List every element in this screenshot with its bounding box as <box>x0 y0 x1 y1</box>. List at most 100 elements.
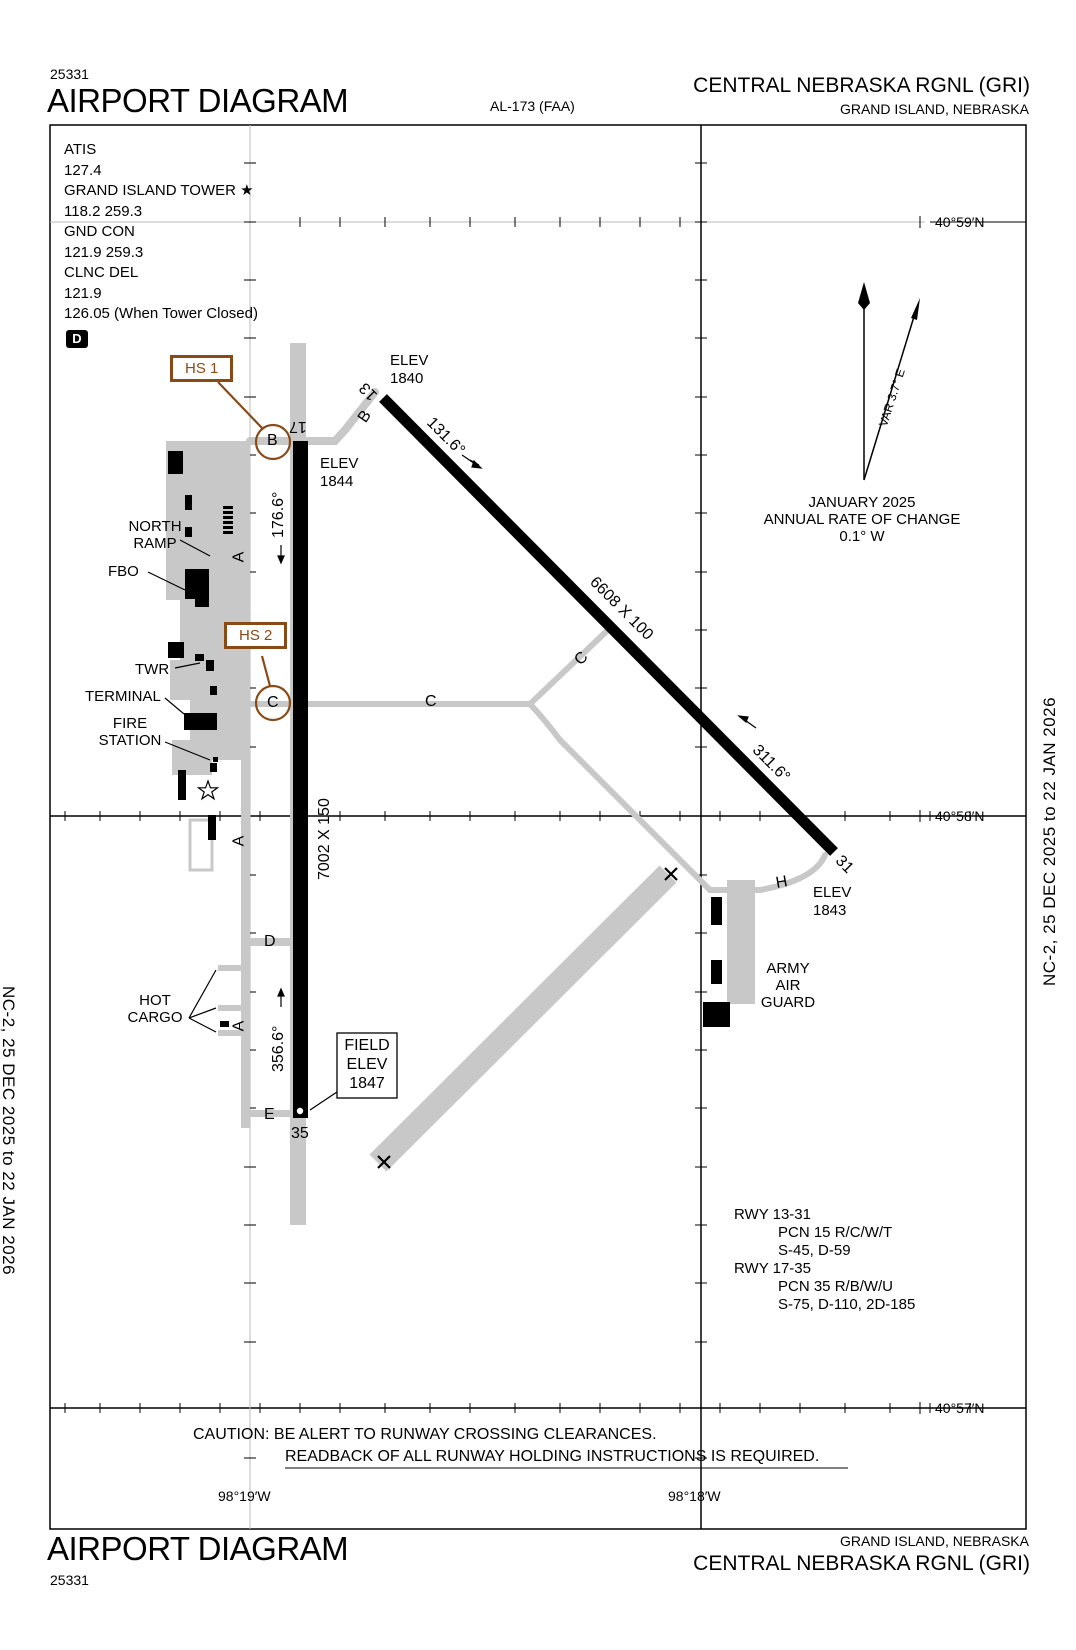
lat-label-57: 40°57′N <box>935 1400 985 1416</box>
fire-station-line2: STATION <box>98 732 162 749</box>
variation-epoch: JANUARY 2025 ANNUAL RATE OF CHANGE 0.1° … <box>742 494 982 545</box>
freq-line: GRAND ISLAND TOWER ★ <box>64 182 254 199</box>
pavement-line: RWY 17-35 <box>734 1260 811 1277</box>
airport-name-top: CENTRAL NEBRASKA RGNL (GRI) <box>693 74 1030 97</box>
field-elev-dot <box>296 1107 304 1115</box>
freq-line: 127.4 <box>64 161 102 179</box>
freq-line: 126.05 (When Tower Closed) <box>64 305 258 322</box>
runway-17-label: 17 <box>289 418 307 435</box>
airspace-badge-label: D <box>72 331 82 346</box>
taxiway-a-label: A <box>230 551 248 563</box>
elev-17-label: ELEV <box>320 455 359 472</box>
pavement-line: S-45, D-59 <box>778 1242 851 1259</box>
runway-17-35 <box>293 441 308 1118</box>
taxiway-b-label: B <box>267 432 278 449</box>
army-line1: ARMY <box>766 960 810 977</box>
pavement-line: S-75, D-110, 2D-185 <box>778 1296 916 1313</box>
field-elev-line2: ELEV <box>346 1056 388 1073</box>
cargo-stubs <box>188 818 291 1117</box>
chart-title-bottom: AIRPORT DIAGRAM <box>47 1530 349 1567</box>
lat-label-58: 40°58′N <box>935 808 985 824</box>
hot-spot-1-label: HS 1 <box>170 355 234 382</box>
runway-13-31 <box>379 394 838 856</box>
taxiway-a-label: A <box>230 1020 248 1032</box>
chart-id-bottom: 25331 <box>50 1572 89 1588</box>
buildings <box>168 451 730 1027</box>
army-line2: AIR <box>775 977 801 994</box>
army-ramp <box>727 880 755 1004</box>
elev-17-value: 1844 <box>320 473 354 490</box>
heading-arrows <box>277 454 757 1007</box>
freq-line: 121.9 259.3 <box>64 243 144 261</box>
true-north-arrowhead-icon <box>858 282 870 310</box>
epoch-line2: ANNUAL RATE OF CHANGE <box>763 511 961 528</box>
freq-line: 121.9 <box>64 284 102 302</box>
taxiway-e-label: E <box>264 1106 275 1123</box>
fire-station-label: FIRE STATION <box>94 715 166 749</box>
hot-cargo-line2: CARGO <box>127 1009 183 1026</box>
north-ramp-line1: NORTH <box>128 518 182 535</box>
field-elevation: FIELD ELEV 1847 <box>337 1036 397 1093</box>
caution-line2: READBACK OF ALL RUNWAY HOLDING INSTRUCTI… <box>285 1448 820 1465</box>
north-ramp-line2: RAMP <box>133 535 177 552</box>
freq-line: CLNC DEL <box>64 264 139 281</box>
hot-cargo-label: HOT CARGO <box>124 992 186 1026</box>
hot-spot-2-circle <box>254 684 292 722</box>
lon-label-19: 98°19′W <box>218 1488 271 1504</box>
taxiway-a-parallel <box>241 783 250 1128</box>
pavement-line: PCN 35 R/B/W/U <box>778 1278 894 1295</box>
runway-35-heading: 356.6° <box>270 1025 287 1072</box>
north-ramp-label: NORTH RAMP <box>123 518 187 552</box>
north-arrows <box>858 282 920 481</box>
pavement-data: RWY 13-31 PCN 15 R/C/W/T S-45, D-59 RWY … <box>734 1206 915 1314</box>
fire-station-line1: FIRE <box>112 715 148 732</box>
field-elev-line1: FIELD <box>344 1037 390 1054</box>
lon-label-18: 98°18′W <box>668 1488 721 1504</box>
freq-line: 118.2 259.3 <box>64 202 143 220</box>
hot-cargo-line1: HOT <box>139 992 171 1009</box>
army-line3: GUARD <box>760 994 816 1011</box>
elev-31-value: 1843 <box>813 902 847 919</box>
taxiway-d-label: D <box>264 933 276 950</box>
epoch-line3: 0.1° W <box>839 528 885 545</box>
airspace-class-d-badge <box>66 330 88 348</box>
frequency-list: ATIS 127.4 GRAND ISLAND TOWER ★ 118.2 25… <box>64 140 258 325</box>
pavement-line: RWY 13-31 <box>734 1206 811 1223</box>
freq-line: ATIS <box>64 141 97 158</box>
taxiway-h <box>527 701 828 893</box>
terminal-label: TERMINAL <box>85 688 161 705</box>
location-bottom: GRAND ISLAND, NEBRASKA <box>839 1533 1029 1549</box>
lat-label-59: 40°59′N <box>935 214 985 230</box>
chart-frame <box>49 124 1027 1530</box>
hot-spot-2-label: HS 2 <box>224 622 288 649</box>
taxiway-c-label: C <box>425 693 437 710</box>
closed-runway <box>369 865 677 1172</box>
twr-label: TWR <box>135 661 170 678</box>
leader-lines <box>147 459 480 1111</box>
effective-dates-left: NC-2, 25 DEC 2025 to 22 JAN 2026 <box>0 986 18 1276</box>
location-top: GRAND ISLAND, NEBRASKA <box>839 101 1029 117</box>
field-elev-box <box>336 1032 398 1099</box>
pavement-line: PCN 15 R/C/W/T <box>778 1224 893 1241</box>
taxiway-c-diagonal <box>527 625 613 707</box>
runway-35-label: 35 <box>291 1125 309 1142</box>
procedure-id: AL-173 (FAA) <box>490 98 575 114</box>
taxiway-b <box>246 388 379 445</box>
chart-title-top: AIRPORT DIAGRAM <box>47 82 349 119</box>
freq-line: GND CON <box>64 223 135 240</box>
effective-dates-right: NC-2, 25 DEC 2025 to 22 JAN 2026 <box>1040 696 1059 986</box>
field-elev-value: 1847 <box>349 1075 385 1092</box>
army-air-guard-label: ARMY AIR GUARD <box>755 960 821 1011</box>
caution-line1: CAUTION: BE ALERT TO RUNWAY CROSSING CLE… <box>193 1426 657 1443</box>
elev-31-label: ELEV <box>813 884 852 901</box>
main-ramp <box>166 441 250 783</box>
taxiways <box>246 388 828 1117</box>
hot-spot-1-circle <box>254 423 292 461</box>
taxiway-a-label: A <box>230 835 248 847</box>
epoch-line1: JANUARY 2025 <box>808 494 916 511</box>
elev-13-label: ELEV <box>390 352 429 369</box>
hot-spot-markers <box>217 381 292 722</box>
magnetic-north-arrowhead-icon <box>911 298 920 320</box>
closed-x-marks <box>377 867 678 1169</box>
